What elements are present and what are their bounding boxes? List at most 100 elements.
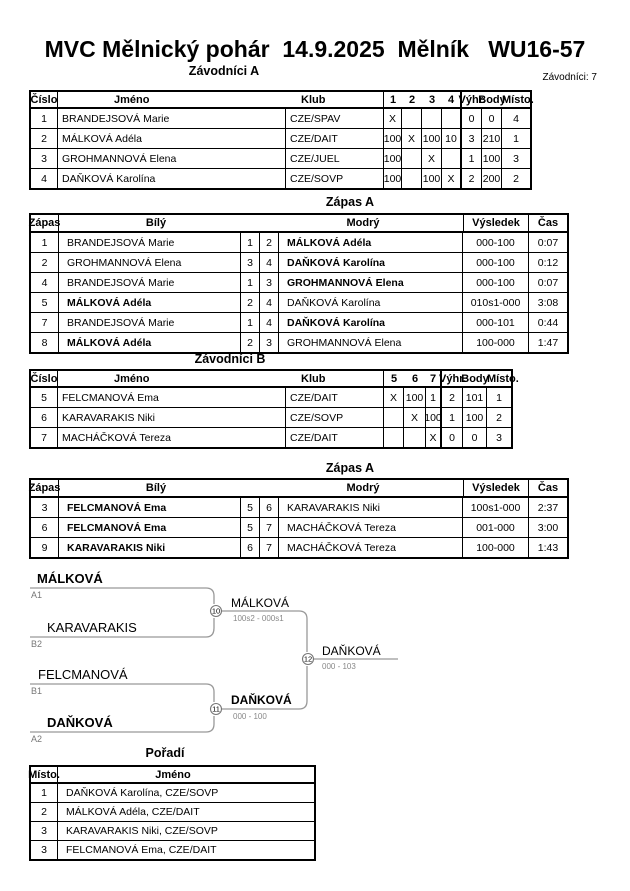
cell-place: 4 bbox=[513, 112, 519, 125]
cell-blue-name: MACHÁČKOVÁ Tereza bbox=[279, 538, 463, 557]
cell-result-4 bbox=[442, 109, 462, 128]
competitor-row: 7 MACHÁČKOVÁ Tereza CZE/DAIT X 0 0 3 bbox=[31, 428, 511, 447]
cell-result-6: X bbox=[404, 408, 426, 427]
bracket-winner-name: DAŇKOVÁ bbox=[231, 693, 292, 707]
cell-name: FELCMANOVÁ Ema bbox=[58, 388, 286, 407]
table-header-row: Zápas Bílý Modrý Výsledek Čas bbox=[29, 215, 567, 233]
cell-place: 1 bbox=[496, 391, 502, 404]
cell-result-7: X bbox=[426, 428, 442, 447]
competitor-row: 3 GROHMANNOVÁ Elena CZE/JUEL 100 X 1 100… bbox=[31, 149, 530, 169]
bracket-match-number: 12 bbox=[303, 654, 313, 664]
column-header-spacer2 bbox=[260, 215, 279, 231]
cell-white-number: 2 bbox=[241, 293, 260, 312]
match-row: 5 MÁLKOVÁ Adéla 2 4 DAŇKOVÁ Karolína 010… bbox=[31, 293, 567, 313]
cell-name: MÁLKOVÁ Adéla, CZE/DAIT bbox=[66, 806, 200, 818]
cell-club: CZE/SOVP bbox=[286, 169, 384, 188]
column-header-name: Jméno bbox=[114, 372, 150, 385]
cell-white-name: BRANDEJSOVÁ Marie bbox=[59, 273, 241, 292]
table-group-a: Číslo Jméno Klub 1 2 3 4 Výhr. Body Míst… bbox=[29, 90, 534, 190]
cell-result: 010s1-000 bbox=[463, 293, 529, 312]
ranking-row: 1 DAŇKOVÁ Karolína, CZE/SOVP bbox=[31, 784, 314, 803]
cell-result: 100s1-000 bbox=[463, 498, 529, 517]
cell-blue-number: 4 bbox=[260, 253, 279, 272]
column-header-number: Číslo bbox=[30, 371, 58, 386]
table-body: 1 DAŇKOVÁ Karolína, CZE/SOVP 2 MÁLKOVÁ A… bbox=[31, 784, 314, 859]
cell-white-name: BRANDEJSOVÁ Marie bbox=[59, 233, 241, 252]
ranking-row: 2 MÁLKOVÁ Adéla, CZE/DAIT bbox=[31, 803, 314, 822]
cell-result-4 bbox=[442, 149, 462, 168]
cell-match-number: 8 bbox=[31, 333, 59, 352]
table-group-b: Číslo Jméno Klub 5 6 7 Výhr. Body Místo.… bbox=[29, 369, 519, 449]
match-row: 9 KARAVARAKIS Niki 6 7 MACHÁČKOVÁ Tereza… bbox=[31, 538, 567, 557]
cell-result-5 bbox=[384, 428, 404, 447]
column-header-place: Místo. bbox=[502, 93, 534, 106]
cell-result-4: 10 bbox=[442, 129, 462, 148]
cell-result-3: 100 bbox=[422, 129, 442, 148]
cell-number: 6 bbox=[31, 408, 58, 427]
column-header-number: Číslo bbox=[30, 92, 58, 107]
cell-result-7: 100 bbox=[424, 408, 442, 427]
cell-wins: 0 bbox=[442, 428, 463, 447]
cell-result-1: X bbox=[384, 109, 402, 128]
bracket-match-score: 000 - 103 bbox=[322, 662, 356, 671]
cell-blue-number: 2 bbox=[260, 233, 279, 252]
column-header-5: 5 bbox=[390, 372, 398, 385]
cell-place: 3 bbox=[31, 841, 58, 859]
cell-blue-number: 7 bbox=[260, 538, 279, 557]
column-header-spacer1 bbox=[241, 215, 260, 231]
cell-result-1: 100 bbox=[384, 169, 402, 188]
table-ranking: Místo. Jméno 1 DAŇKOVÁ Karolína, CZE/SOV… bbox=[28, 765, 316, 861]
cell-white-name: GROHMANNOVÁ Elena bbox=[59, 253, 241, 272]
column-header-spacer1 bbox=[241, 480, 260, 496]
table-header-row: Místo. Jméno bbox=[28, 767, 314, 784]
bracket-match-number: 11 bbox=[212, 704, 220, 714]
cell-number: 3 bbox=[31, 149, 58, 168]
cell-result: 000-100 bbox=[463, 233, 529, 252]
cell-blue-number: 3 bbox=[260, 273, 279, 292]
section-heading-group-a: Závodníci A bbox=[188, 64, 260, 78]
competitor-row: 5 FELCMANOVÁ Ema CZE/DAIT X 100 1 2 101 … bbox=[31, 388, 511, 408]
cell-place: 1 bbox=[31, 784, 58, 802]
cell-white-number: 5 bbox=[241, 498, 260, 517]
match-row: 7 BRANDEJSOVÁ Marie 1 4 DAŇKOVÁ Karolína… bbox=[31, 313, 567, 333]
cell-white-number: 1 bbox=[241, 273, 260, 292]
cell-time: 0:12 bbox=[537, 256, 559, 269]
cell-place: 3 bbox=[496, 431, 502, 444]
cell-name: DAŇKOVÁ Karolína bbox=[58, 169, 286, 188]
cell-wins: 3 bbox=[462, 129, 482, 148]
competitor-row: 2 MÁLKOVÁ Adéla CZE/DAIT 100 X 100 10 3 … bbox=[31, 129, 530, 149]
table-header-row: Číslo Jméno Klub 1 2 3 4 Výhr. Body Míst… bbox=[30, 92, 534, 109]
bracket-match-score: 000 - 100 bbox=[233, 712, 267, 721]
column-header-blue: Modrý bbox=[346, 217, 380, 229]
column-header-place: Místo. bbox=[28, 767, 60, 782]
cell-time: 0:44 bbox=[537, 316, 559, 329]
cell-place: 1 bbox=[513, 132, 519, 145]
cell-result-5: X bbox=[384, 388, 404, 407]
cell-blue-name: GROHMANNOVÁ Elena bbox=[279, 273, 463, 292]
competitor-row: 6 KARAVARAKIS Niki CZE/SOVP X 100 1 100 … bbox=[31, 408, 511, 428]
cell-wins: 1 bbox=[462, 149, 482, 168]
page-title: MVC Mělnický pohár 14.9.2025 Mělník WU16… bbox=[44, 36, 586, 62]
cell-result: 100-000 bbox=[463, 333, 529, 352]
cell-time: 1:47 bbox=[537, 336, 559, 349]
bracket-seed-label: A1 bbox=[31, 590, 43, 600]
cell-match-number: 5 bbox=[31, 293, 59, 312]
column-header-points: Body bbox=[478, 93, 506, 106]
cell-name: MÁLKOVÁ Adéla bbox=[58, 129, 286, 148]
column-header-3: 3 bbox=[428, 93, 436, 106]
cell-result-3 bbox=[422, 109, 442, 128]
column-header-white: Bílý bbox=[145, 482, 167, 494]
bracket-seed-label: A2 bbox=[31, 734, 43, 744]
bracket-seed-name: DAŇKOVÁ bbox=[47, 715, 113, 730]
table-body: 1 BRANDEJSOVÁ Marie CZE/SPAV X 0 0 4 2 M… bbox=[31, 109, 530, 188]
cell-white-name: KARAVARAKIS Niki bbox=[59, 538, 241, 557]
cell-result-3: X bbox=[422, 149, 442, 168]
table-matches-a1: Zápas Bílý Modrý Výsledek Čas 1 BRANDEJS… bbox=[29, 213, 569, 354]
table-body: 5 FELCMANOVÁ Ema CZE/DAIT X 100 1 2 101 … bbox=[31, 388, 511, 447]
cell-name: GROHMANNOVÁ Elena bbox=[58, 149, 286, 168]
match-row: 8 MÁLKOVÁ Adéla 2 3 GROHMANNOVÁ Elena 10… bbox=[31, 333, 567, 352]
bracket-winner-name: DAŇKOVÁ bbox=[322, 644, 381, 658]
cell-blue-number: 4 bbox=[260, 313, 279, 332]
bracket-match-score: 100s2 - 000s1 bbox=[233, 614, 284, 623]
cell-result-4: X bbox=[442, 169, 462, 188]
